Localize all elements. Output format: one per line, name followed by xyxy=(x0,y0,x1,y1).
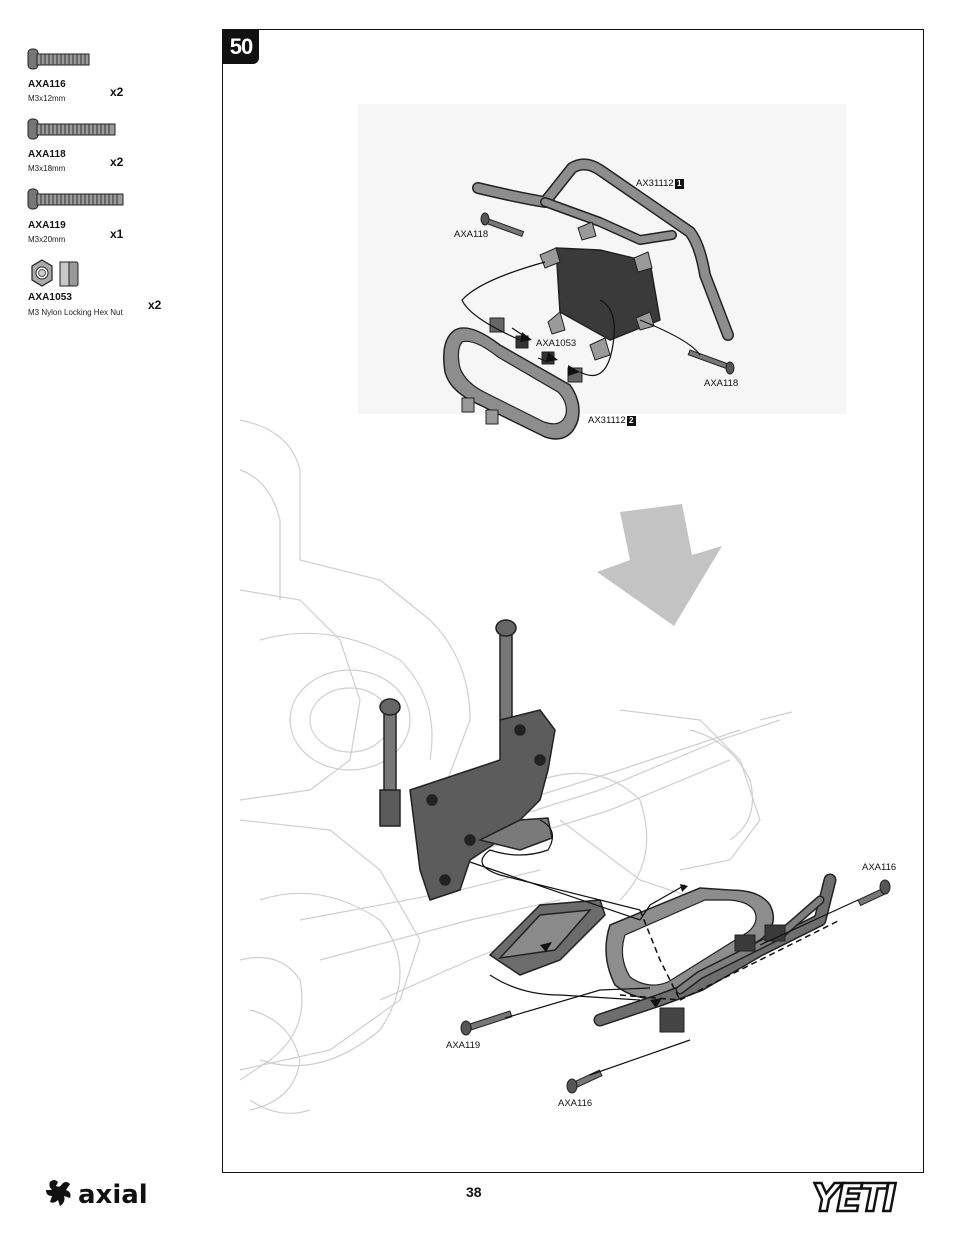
callout-axa116-bottom: AXA116 xyxy=(558,1098,593,1109)
part-qty: x2 xyxy=(110,155,124,169)
part-desc: M3 Nylon Locking Hex Nut xyxy=(28,308,123,317)
step-frame xyxy=(222,29,924,1173)
screw-part xyxy=(480,212,525,238)
bumper-assembled-part xyxy=(593,873,837,1033)
guide-lines xyxy=(469,819,859,1076)
part-desc: M3x20mm xyxy=(28,235,66,244)
part-code: AXA118 xyxy=(28,149,66,160)
screw-part xyxy=(460,1010,513,1036)
step-number: 50 xyxy=(223,30,259,64)
part-qty: x1 xyxy=(110,227,124,241)
brand-wordmark: axial xyxy=(78,1180,148,1210)
model-wordmark: YETI xyxy=(812,1176,896,1219)
bumper-upper-part xyxy=(472,158,734,361)
callout-axa119: AXA119 xyxy=(446,1040,481,1051)
callout-badge: 1 xyxy=(674,179,684,189)
yeti-logo-icon: YETI xyxy=(811,1175,901,1222)
part-code: AXA116 xyxy=(28,79,66,90)
screw-part xyxy=(566,1069,603,1094)
part-desc: M3x12mm xyxy=(28,94,66,103)
bumper-mount-part xyxy=(488,899,606,976)
part-qty: x2 xyxy=(148,298,162,312)
part-code: AXA119 xyxy=(28,220,66,231)
shock-tower-part xyxy=(379,619,556,901)
screw-part xyxy=(857,879,891,907)
axial-logo-icon: axial xyxy=(46,1180,148,1210)
assembly-illustration xyxy=(239,104,891,1114)
callout-axa118-right: AXA118 xyxy=(704,378,739,389)
callout-axa116-right: AXA116 xyxy=(862,862,897,873)
callout-text: AX31112 xyxy=(588,415,626,426)
callout-axa1053: AXA1053 xyxy=(536,338,577,349)
part-qty: x2 xyxy=(110,85,124,99)
page-number: 38 xyxy=(466,1184,482,1200)
axial-logo: axial xyxy=(44,1176,184,1217)
hex-nut-icon xyxy=(31,259,79,287)
screw-short-icon xyxy=(27,48,90,70)
screw-medium-icon xyxy=(27,118,116,140)
screw-part xyxy=(687,349,735,375)
yeti-logo: YETI xyxy=(808,1175,926,1224)
part-code: AXA1053 xyxy=(28,292,73,303)
part-desc: M3x18mm xyxy=(28,164,66,173)
screw-long-icon xyxy=(27,188,124,210)
callout-badge: 2 xyxy=(626,416,636,426)
callout-text: AX31112 xyxy=(636,178,674,189)
callout-axa118-left: AXA118 xyxy=(454,229,489,240)
direction-arrow-icon xyxy=(597,504,722,626)
